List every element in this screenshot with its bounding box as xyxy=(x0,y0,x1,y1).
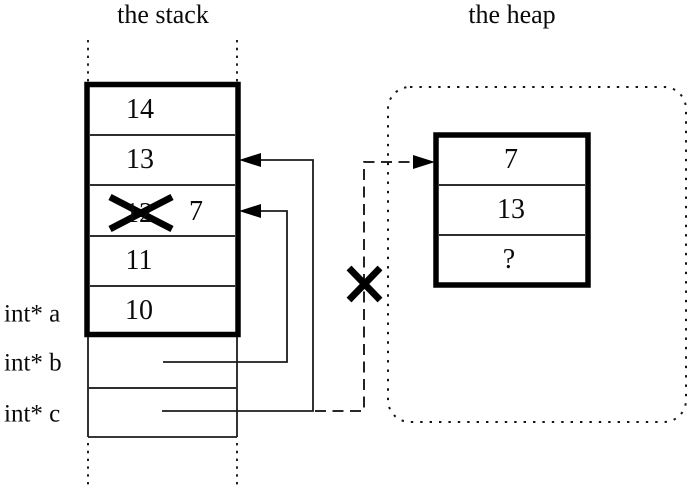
x-cross-icon xyxy=(108,193,174,233)
pointer-label-b: int* b xyxy=(4,349,62,377)
arrowhead-left-icon xyxy=(239,204,261,218)
heap-block-box xyxy=(433,132,591,288)
heap-cell-value: 7 xyxy=(504,144,518,175)
arrow-b-to-stack-7 xyxy=(163,210,288,363)
pointer-label-a: int* a xyxy=(4,300,61,328)
heap-title: the heap xyxy=(468,0,556,29)
dashed-pointer-to-heap xyxy=(315,161,414,412)
stack-title: the stack xyxy=(117,0,209,29)
stack-cell-new-value: 7 xyxy=(189,196,203,227)
pointer-label-c: int* c xyxy=(4,400,61,428)
arrowhead-right-icon xyxy=(413,155,435,169)
heap-cell-value: 13 xyxy=(497,194,525,225)
stack-cell-value: 13 xyxy=(126,144,154,175)
arrowhead-left-icon xyxy=(239,153,261,167)
heap-region-outline xyxy=(387,86,687,423)
stack-cell-value: 10 xyxy=(125,295,153,326)
arrow-c-to-stack-13 xyxy=(162,159,314,412)
stack-cell-value: 11 xyxy=(125,245,153,276)
stack-cell-value: 14 xyxy=(126,94,154,125)
stack-frame-box xyxy=(84,81,241,338)
stack-cell-value-crossed-out: 12 xyxy=(125,198,153,229)
x-cross-icon xyxy=(346,265,383,303)
heap-cell-value: ? xyxy=(502,244,516,275)
